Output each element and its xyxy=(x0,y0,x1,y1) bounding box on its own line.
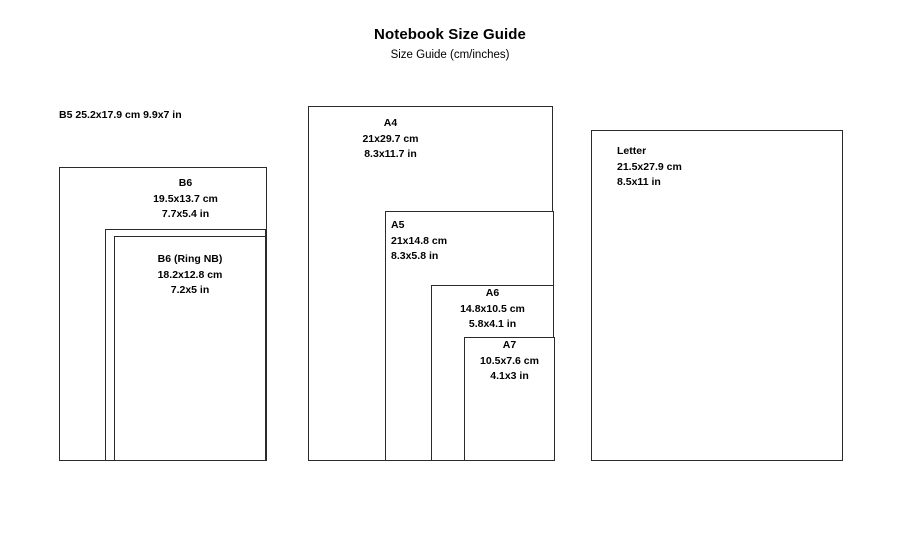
size-box-b6-ring-nb[interactable] xyxy=(114,236,266,461)
page-subtitle: Size Guide (cm/inches) xyxy=(390,49,510,61)
size-inches-a6: 5.8x4.1 in xyxy=(468,318,517,330)
size-inches-a4: 8.3x11.7 in xyxy=(364,148,417,160)
size-name-a7: A7 xyxy=(502,339,517,351)
size-label-b5: B5 25.2x17.9 cm 9.9x7 in xyxy=(59,108,182,124)
size-label-a6: A6 14.8x10.5 cm 5.8x4.1 in xyxy=(431,286,554,333)
size-name-b6-ring-nb: B6 (Ring NB) xyxy=(157,253,223,265)
size-name-letter: Letter xyxy=(617,145,647,157)
size-label-a4: A4 21x29.7 cm 8.3x11.7 in xyxy=(308,116,473,163)
size-inches-letter: 8.5x11 in xyxy=(617,176,661,188)
size-label-b6: B6 19.5x13.7 cm 7.7x5.4 in xyxy=(105,176,266,223)
size-box-a7[interactable] xyxy=(464,337,555,461)
size-cm-b6: 19.5x13.7 cm xyxy=(153,192,218,205)
size-name-a6: A6 xyxy=(485,287,500,299)
size-cm-b6-ring-nb: 18.2x12.8 cm xyxy=(157,268,223,281)
size-name-a4: A4 xyxy=(383,117,398,129)
chart-header: Notebook Size Guide Size Guide (cm/inche… xyxy=(0,26,900,63)
size-label-b6-ring-nb: B6 (Ring NB) 18.2x12.8 cm 7.2x5 in xyxy=(114,252,266,299)
size-name-b6: B6 xyxy=(178,177,193,189)
size-label-letter: Letter 21.5x27.9 cm 8.5x11 in xyxy=(617,144,817,191)
size-cm-a6: 14.8x10.5 cm xyxy=(460,302,525,315)
size-cm-letter: 21.5x27.9 cm xyxy=(617,160,682,173)
size-label-a5: A5 21x14.8 cm 8.3x5.8 in xyxy=(391,218,551,265)
size-inches-b6: 7.7x5.4 in xyxy=(161,208,210,220)
size-name-a5: A5 xyxy=(391,219,405,231)
size-inches-a5: 8.3x5.8 in xyxy=(391,250,439,262)
size-inches-b5: 9.9x7 in xyxy=(143,109,182,121)
size-inches-b6-ring-nb: 7.2x5 in xyxy=(170,284,210,296)
page-title: Notebook Size Guide xyxy=(374,26,526,43)
size-cm-a4: 21x29.7 cm xyxy=(362,132,419,145)
size-inches-a7: 4.1x3 in xyxy=(490,370,529,382)
size-cm-a7: 10.5x7.6 cm xyxy=(480,354,539,367)
size-cm-a5: 21x14.8 cm xyxy=(391,234,448,247)
size-cm-b5: 25.2x17.9 cm xyxy=(75,109,141,121)
size-label-a7: A7 10.5x7.6 cm 4.1x3 in xyxy=(464,338,555,385)
size-box-letter[interactable] xyxy=(591,130,843,461)
size-name-b5: B5 xyxy=(59,109,73,121)
